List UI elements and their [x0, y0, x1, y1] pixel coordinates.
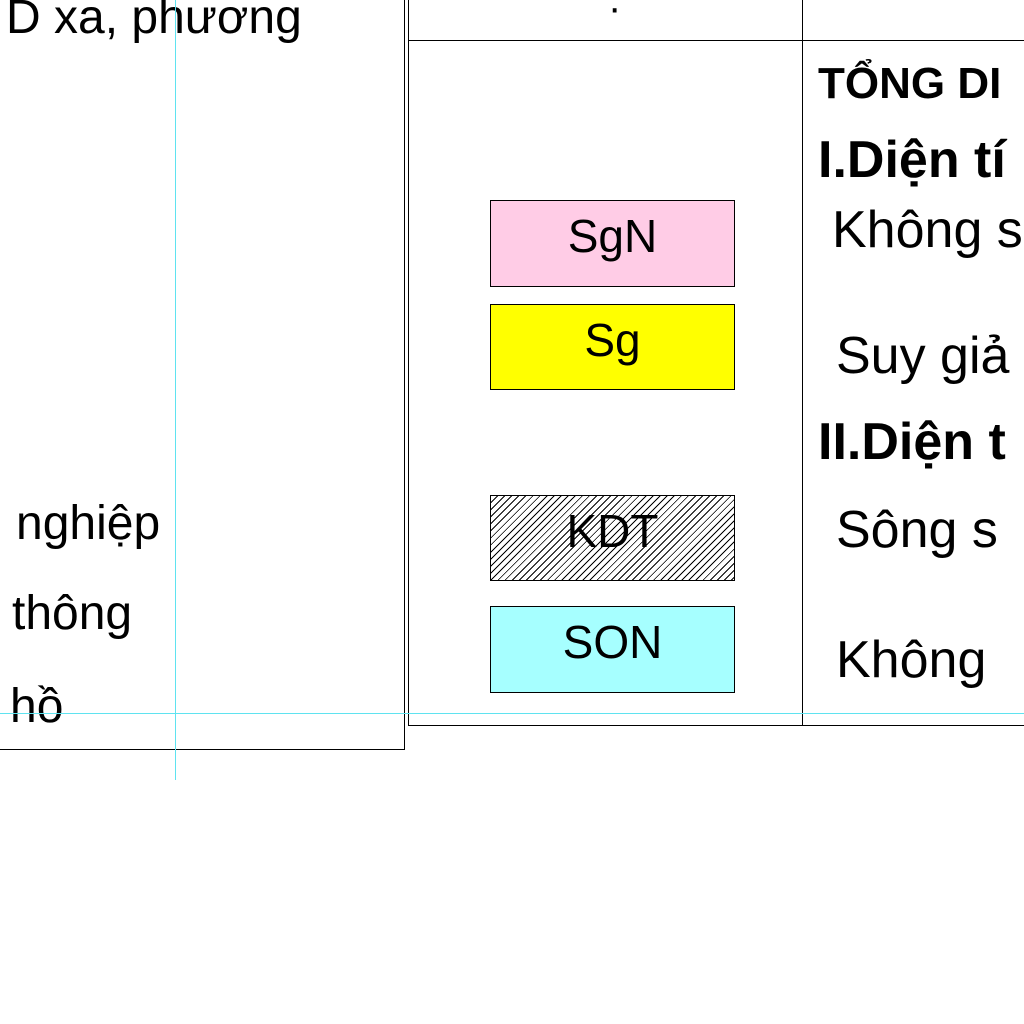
- legend-swatch-sgn: SgN: [490, 200, 735, 287]
- legend-table-left-border: [408, 0, 409, 726]
- left-row-label-2: thông: [12, 587, 133, 640]
- layout-guide-vertical: [175, 0, 176, 780]
- legend-swatch-label: KDT: [566, 505, 659, 557]
- legend-swatch-label: Sg: [584, 314, 641, 366]
- legend-swatch-son: SON: [490, 606, 735, 693]
- left-row-label-1: nghiệp: [16, 497, 161, 550]
- left-column-header-text: D xa, phương: [6, 0, 302, 44]
- legend-header-divider: [408, 40, 1024, 41]
- description-item-1: Không s: [832, 201, 1023, 259]
- description-item-2: Suy giả: [836, 327, 1010, 385]
- left-table-right-border: [404, 0, 405, 750]
- legend-header-fragment: ·: [608, 0, 622, 30]
- description-section-1: I.Diện tí: [818, 131, 1006, 189]
- left-table-bottom-border: [0, 749, 405, 750]
- legend-swatch-label: SgN: [567, 210, 658, 262]
- legend-table-bottom-border: [408, 725, 1024, 726]
- legend-column-divider: [802, 0, 803, 726]
- description-item-4: Không: [836, 631, 987, 689]
- legend-swatch-label: SON: [562, 616, 663, 668]
- description-item-3: Sông s: [836, 501, 998, 559]
- description-section-2: II.Diện t: [818, 413, 1006, 471]
- layout-guide-horizontal: [0, 713, 1024, 714]
- legend-swatch-kdt: KDT: [490, 495, 735, 581]
- left-row-label-3: hồ: [10, 680, 64, 733]
- legend-swatch-sg: Sg: [490, 304, 735, 390]
- description-title: TỔNG DI: [818, 59, 1002, 108]
